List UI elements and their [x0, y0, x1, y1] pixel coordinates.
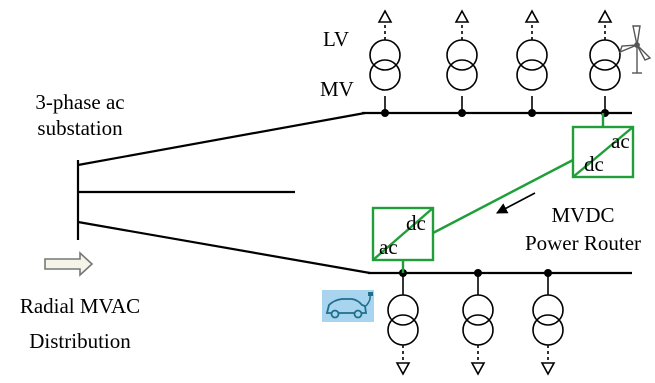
top-transformer-2: [446, 9, 478, 117]
bottom-transformer-1: [387, 269, 419, 376]
converter-top-dc-label: dc: [584, 152, 604, 176]
flow-arrow-icon: [44, 251, 94, 277]
top-transformer-3: [516, 9, 548, 117]
router-label-line1: MVDC: [551, 203, 614, 227]
radial-label-line1: Radial MVAC: [20, 294, 140, 318]
converter-bottom-dc-label: dc: [406, 211, 426, 235]
converter-bottom-ac-label: ac: [379, 235, 398, 259]
dc-link: [432, 158, 574, 235]
bottom-transformer-2: [462, 269, 494, 376]
mv-label: MV: [320, 77, 354, 101]
electric-vehicle-icon: [322, 290, 374, 322]
converter-top-ac-label: ac: [611, 129, 630, 153]
converter-bottom: dc ac: [371, 206, 435, 273]
top-transformer-1: [369, 9, 401, 117]
feeder-lower: [77, 220, 371, 275]
lv-label: LV: [323, 27, 349, 51]
substation-label-line1: 3-phase ac: [35, 90, 124, 114]
converter-top: ac dc: [571, 113, 635, 179]
router-label-line2: Power Router: [525, 231, 641, 255]
wind-turbine-icon: [618, 25, 652, 74]
substation-label-line2: substation: [37, 116, 123, 140]
feeder-upper: [77, 111, 366, 167]
radial-label-line2: Distribution: [29, 329, 131, 353]
bottom-transformer-3: [532, 269, 564, 376]
power-flow-arrow-icon: [496, 192, 536, 214]
top-transformer-4: [589, 9, 621, 117]
